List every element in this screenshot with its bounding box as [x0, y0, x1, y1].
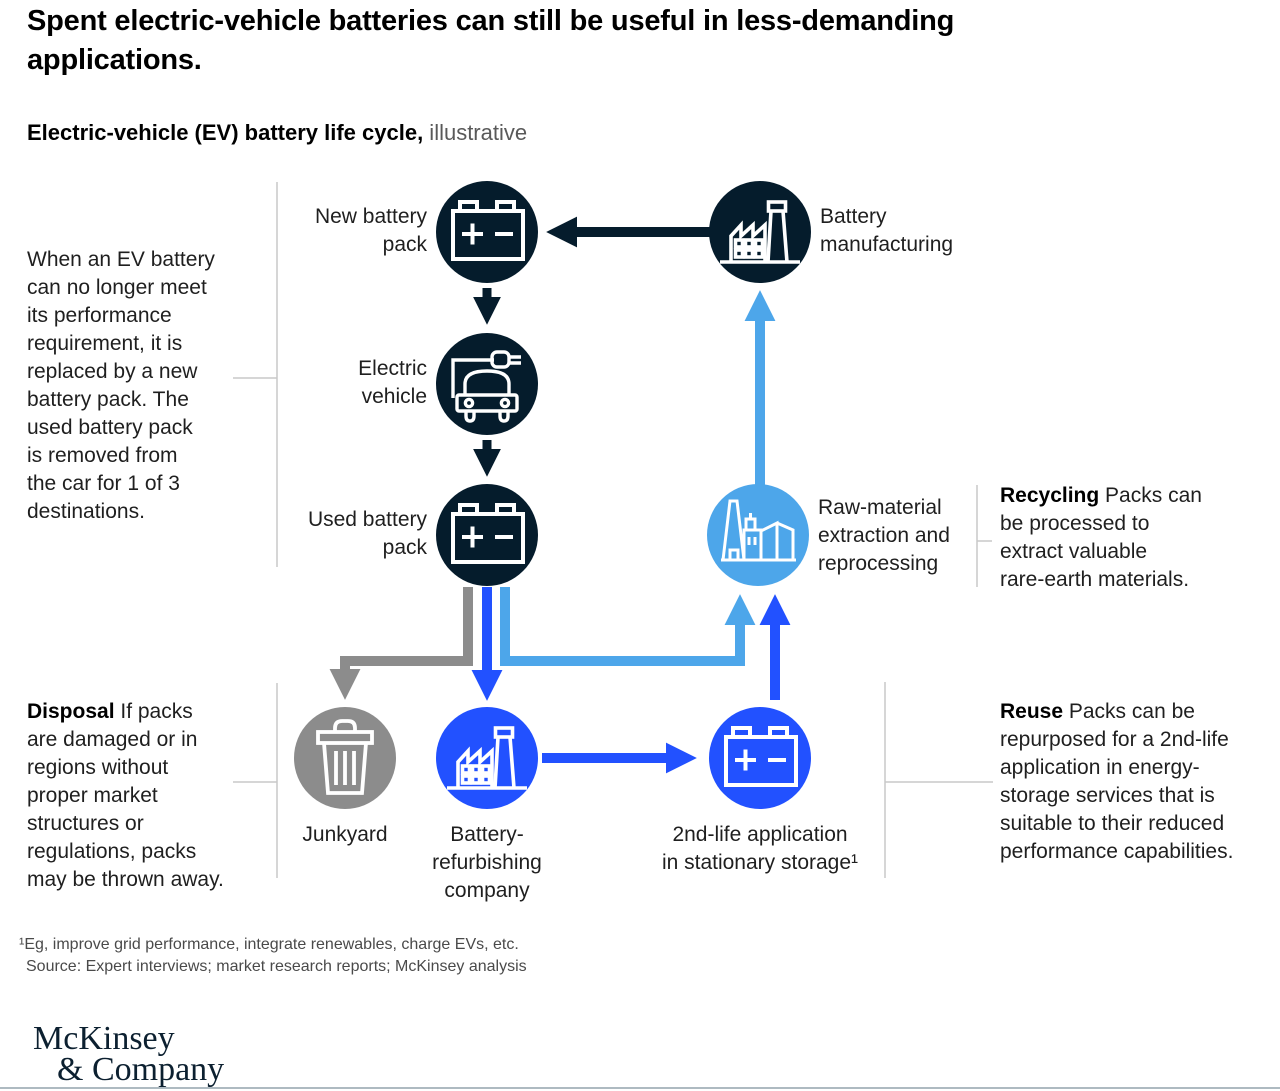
arrow-used-pack-to-junkyard — [329, 587, 473, 700]
bracket-reuse — [884, 682, 993, 878]
page-title: Spent electric-vehicle batteries can sti… — [27, 5, 955, 76]
footnote-definition: ¹Eg, improve grid performance, integrate… — [19, 936, 519, 953]
node-label-electric-vehicle: Electric vehicle — [358, 357, 427, 408]
annotation-recycling-text: Packs can be processed to extract valuab… — [1000, 484, 1202, 591]
chart-subtitle-bold: Electric-vehicle (EV) battery life cycle… — [27, 120, 424, 145]
node-used-battery-pack — [436, 484, 538, 586]
processing-plant-icon — [721, 499, 796, 562]
node-label-raw-material: Raw-material extraction and reprocessing — [818, 496, 950, 575]
annotation-reuse-label: Reuse — [1000, 700, 1064, 723]
node-label-used-battery-pack: Used battery pack — [307, 508, 427, 559]
node-label-junkyard: Junkyard — [302, 823, 388, 846]
ev-car-icon — [451, 350, 521, 423]
annotation-disposal-label: Disposal — [27, 700, 115, 723]
trash-can-icon — [316, 719, 374, 795]
node-raw-material-extraction — [707, 484, 809, 586]
battery-icon — [724, 726, 798, 787]
node-junkyard — [294, 707, 396, 809]
mckinsey-logo-line2: & Company — [57, 1051, 225, 1088]
factory-icon — [447, 726, 527, 790]
annotation-recycling: Recycling Packs can be processed to extr… — [1000, 482, 1250, 594]
chart-subtitle-qualifier: illustrative — [423, 120, 528, 145]
node-label-battery-manufacturing: Battery manufacturing — [820, 205, 954, 256]
bracket-replacement — [233, 182, 278, 567]
factory-icon — [720, 200, 800, 264]
chart-subtitle: Electric-vehicle (EV) battery life cycle… — [27, 119, 527, 147]
node-new-battery-pack — [436, 181, 538, 283]
node-battery-manufacturing — [709, 181, 811, 283]
node-battery-refurbishing — [436, 707, 538, 809]
node-label-second-life: 2nd-life application in stationary stora… — [661, 823, 859, 874]
node-electric-vehicle — [436, 333, 538, 435]
annotation-reuse-text: Packs can be repurposed for a 2nd-life a… — [1000, 700, 1234, 863]
bracket-disposal — [233, 683, 278, 878]
footnote-source: Source: Expert interviews; market resear… — [26, 958, 527, 975]
annotation-brackets — [233, 182, 993, 878]
annotation-reuse: Reuse Packs can be repurposed for a 2nd-… — [1000, 698, 1280, 866]
node-label-new-battery-pack: New battery pack — [314, 205, 427, 256]
battery-icon — [451, 503, 525, 564]
node-label-battery-refurbishing: Battery- refurbishing company — [432, 823, 542, 902]
mckinsey-logo-line1: McKinsey — [33, 1020, 175, 1057]
annotation-replacement: When an EV battery can no longer meet it… — [27, 248, 215, 523]
annotation-disposal: Disposal If packs are damaged or in regi… — [27, 698, 262, 894]
annotation-recycling-label: Recycling — [1000, 484, 1100, 507]
annotation-disposal-text: If packs are damaged or in regions witho… — [27, 700, 224, 891]
battery-icon — [451, 200, 525, 261]
bottom-rule — [0, 1087, 1280, 1089]
node-second-life-storage — [709, 707, 811, 809]
arrow-used-pack-to-raw-material — [500, 587, 756, 666]
bracket-recycling — [976, 485, 992, 587]
